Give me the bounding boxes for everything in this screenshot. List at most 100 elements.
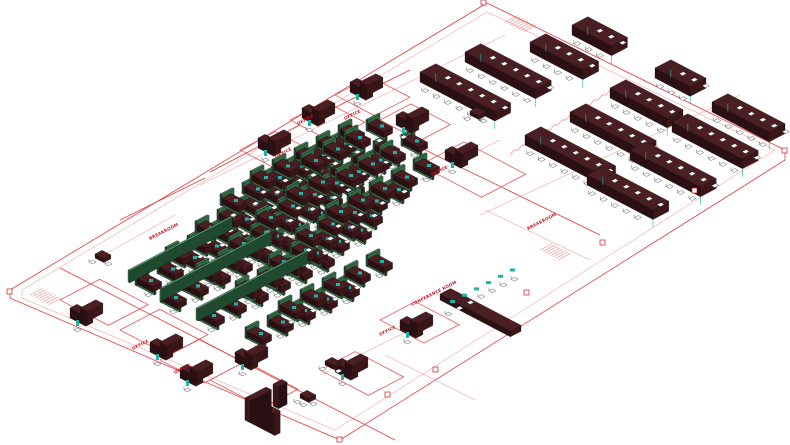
chair-icon xyxy=(276,333,285,339)
chair-seat xyxy=(679,71,687,76)
chair-seat xyxy=(259,189,268,195)
chair-icon xyxy=(676,164,685,170)
desk-return xyxy=(159,333,184,356)
chair-icon xyxy=(501,104,509,110)
cubicle-workstation xyxy=(365,248,393,279)
chair-seat xyxy=(631,166,640,171)
chair-icon xyxy=(582,133,591,139)
chair-seat xyxy=(688,171,697,176)
chair-icon xyxy=(422,177,431,183)
chair-seat xyxy=(594,115,602,120)
chair-seat xyxy=(560,144,569,149)
cubicle-panel-side xyxy=(227,236,230,250)
chair-icon xyxy=(174,265,183,271)
cubicle-panel-side xyxy=(249,170,252,184)
partition-wall-top xyxy=(195,250,309,310)
chair-icon xyxy=(611,103,620,109)
cubicle-workstation xyxy=(346,186,374,217)
chair-seat xyxy=(634,91,642,96)
chair-icon xyxy=(605,120,614,126)
chair-seat xyxy=(707,156,716,161)
monitor xyxy=(336,283,340,286)
chair-icon xyxy=(546,84,554,90)
cubicle-panel-top xyxy=(324,198,340,207)
chair-icon xyxy=(204,282,213,288)
chair-icon xyxy=(338,381,347,387)
chair-seat xyxy=(326,236,335,241)
chair-seat xyxy=(489,99,498,104)
desk-return-top xyxy=(359,73,384,86)
chair-icon xyxy=(309,401,318,407)
reception-side-side xyxy=(272,383,279,410)
chair-seat xyxy=(611,203,619,208)
chair-icon xyxy=(455,105,464,111)
cubicle-workstation xyxy=(244,320,272,351)
reception-side-side xyxy=(244,397,251,424)
monitor xyxy=(427,164,431,167)
chair-icon xyxy=(403,339,412,345)
chair-seat xyxy=(444,75,452,80)
chair-seat xyxy=(240,231,249,236)
chair-icon xyxy=(730,142,739,148)
chair-icon xyxy=(331,296,340,302)
cubicle-panel-top xyxy=(343,259,359,268)
label-office-5: OFFICE xyxy=(131,338,149,351)
chair-seat xyxy=(318,366,327,372)
office-desk xyxy=(399,311,434,345)
chair-seat xyxy=(618,40,627,45)
monitor xyxy=(361,198,365,202)
cabinet xyxy=(402,127,405,133)
cubicle-panel-side xyxy=(365,254,368,268)
chair-icon xyxy=(365,227,374,233)
cubicle-panel-side xyxy=(343,130,346,144)
chair-seat xyxy=(334,223,343,229)
cubicle-workstation xyxy=(294,222,322,253)
chair-seat xyxy=(455,305,464,311)
stair-tread xyxy=(558,253,571,260)
chair-icon xyxy=(326,235,335,241)
monitor xyxy=(215,244,219,248)
chair-icon xyxy=(719,161,727,167)
chair-seat xyxy=(718,137,727,142)
monitor xyxy=(245,217,249,221)
cubicle-panel-side xyxy=(244,326,247,340)
chair-seat xyxy=(455,106,464,111)
cubicle-workstation xyxy=(334,162,362,193)
stair-tread xyxy=(35,291,48,298)
chair-seat xyxy=(422,177,431,183)
chair-seat xyxy=(286,218,295,223)
bench-top xyxy=(671,113,759,170)
cabinet xyxy=(186,380,189,386)
cabinet xyxy=(241,364,244,370)
chair-seat xyxy=(523,98,532,103)
monitor xyxy=(281,320,285,324)
chair-icon xyxy=(455,305,464,311)
chair-icon xyxy=(88,259,97,265)
monitor xyxy=(196,284,200,288)
chair-icon xyxy=(724,123,733,129)
chair-icon xyxy=(665,158,674,164)
chair-icon xyxy=(668,108,677,114)
office-desk xyxy=(149,333,184,367)
office-desk xyxy=(257,129,292,163)
cabinet xyxy=(264,150,267,156)
chair-seat xyxy=(248,259,257,265)
partition-wall xyxy=(127,216,233,284)
chair-seat xyxy=(287,319,296,325)
chair-seat xyxy=(478,93,487,98)
chair-seat xyxy=(174,265,183,271)
chair-seat xyxy=(531,58,540,63)
chair-icon xyxy=(298,322,307,328)
chair-seat xyxy=(466,300,475,305)
monitor xyxy=(275,234,279,238)
chair-seat xyxy=(719,162,727,167)
cubicle-workstation xyxy=(365,112,393,143)
monitor xyxy=(383,187,387,190)
chair-icon xyxy=(718,136,727,142)
chair-icon xyxy=(489,79,497,85)
chair-icon xyxy=(273,292,282,298)
chair-seat xyxy=(633,190,642,195)
chair-seat xyxy=(607,34,616,39)
chair-icon xyxy=(251,304,260,310)
chair-seat xyxy=(594,140,602,145)
